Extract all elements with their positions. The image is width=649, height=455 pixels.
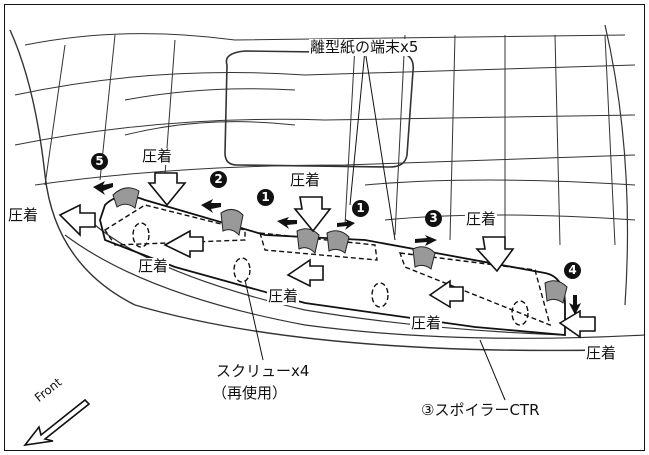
press-label: 圧着	[7, 206, 40, 224]
screws-label: スクリューx4	[215, 362, 311, 380]
press-label: 圧着	[585, 344, 618, 362]
press-label: 圧着	[267, 287, 300, 305]
press-label: 圧着	[465, 210, 498, 228]
step-number-1b: 1	[352, 200, 369, 217]
press-label: 圧着	[141, 147, 174, 165]
step-number-1a: 1	[257, 189, 274, 206]
press-label: 圧着	[137, 257, 170, 275]
bumper-illustration	[9, 24, 644, 447]
press-label: 圧着	[289, 171, 322, 189]
step-number-4: 4	[564, 262, 581, 279]
release-paper-ends-label: 離型紙の端末x5	[309, 38, 420, 56]
step-number-3: 3	[425, 210, 442, 227]
spoiler-label: ③スポイラーCTR	[420, 401, 541, 419]
step-number-5: 5	[91, 153, 108, 170]
step-number-2: 2	[210, 171, 227, 188]
diagram-frame: 5 2 1 1 3 4 圧着 圧着 圧着 圧着 圧着 圧着 圧着 圧着 離型紙の…	[4, 4, 645, 451]
press-label: 圧着	[410, 314, 443, 332]
screws-reuse-label: （再使用）	[211, 384, 289, 402]
